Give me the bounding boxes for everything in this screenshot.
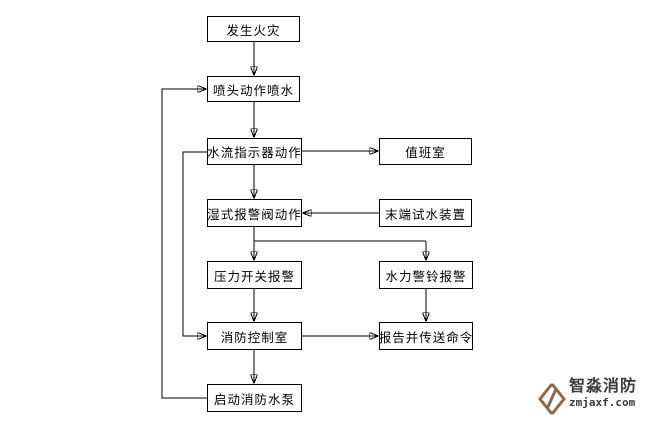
node-fire-control-room: 消防控制室 — [207, 322, 302, 350]
zhimiao-watermark: 智淼消防 zmjaxf.com — [538, 378, 637, 417]
watermark-brand-text: 智淼消防 — [569, 378, 638, 395]
node-pressure-switch-alarm: 压力开关报警 — [207, 261, 302, 289]
node-duty-room: 值班室 — [379, 138, 472, 165]
watermark-domain-text: zmjaxf.com — [569, 396, 636, 409]
node-hydraulic-bell-alarm: 水力警铃报警 — [379, 261, 473, 289]
edge-pump-to-sprinkler-loop — [161, 89, 207, 399]
node-report-and-command: 报告并传送命令 — [379, 322, 473, 350]
node-start-fire-pump: 启动消防水泵 — [207, 384, 302, 412]
node-flow-indicator: 水流指示器动作 — [207, 138, 302, 165]
node-wet-alarm-valve: 湿式报警阀动作 — [207, 199, 302, 227]
edge-flow-to-control-loop — [182, 151, 207, 336]
node-end-test-device: 末端试水装置 — [379, 199, 472, 227]
node-sprinkler-sprays: 喷头动作喷水 — [207, 76, 300, 102]
zhimiao-logo-icon — [538, 383, 566, 415]
node-fire-occurs: 发生火灾 — [207, 16, 300, 42]
